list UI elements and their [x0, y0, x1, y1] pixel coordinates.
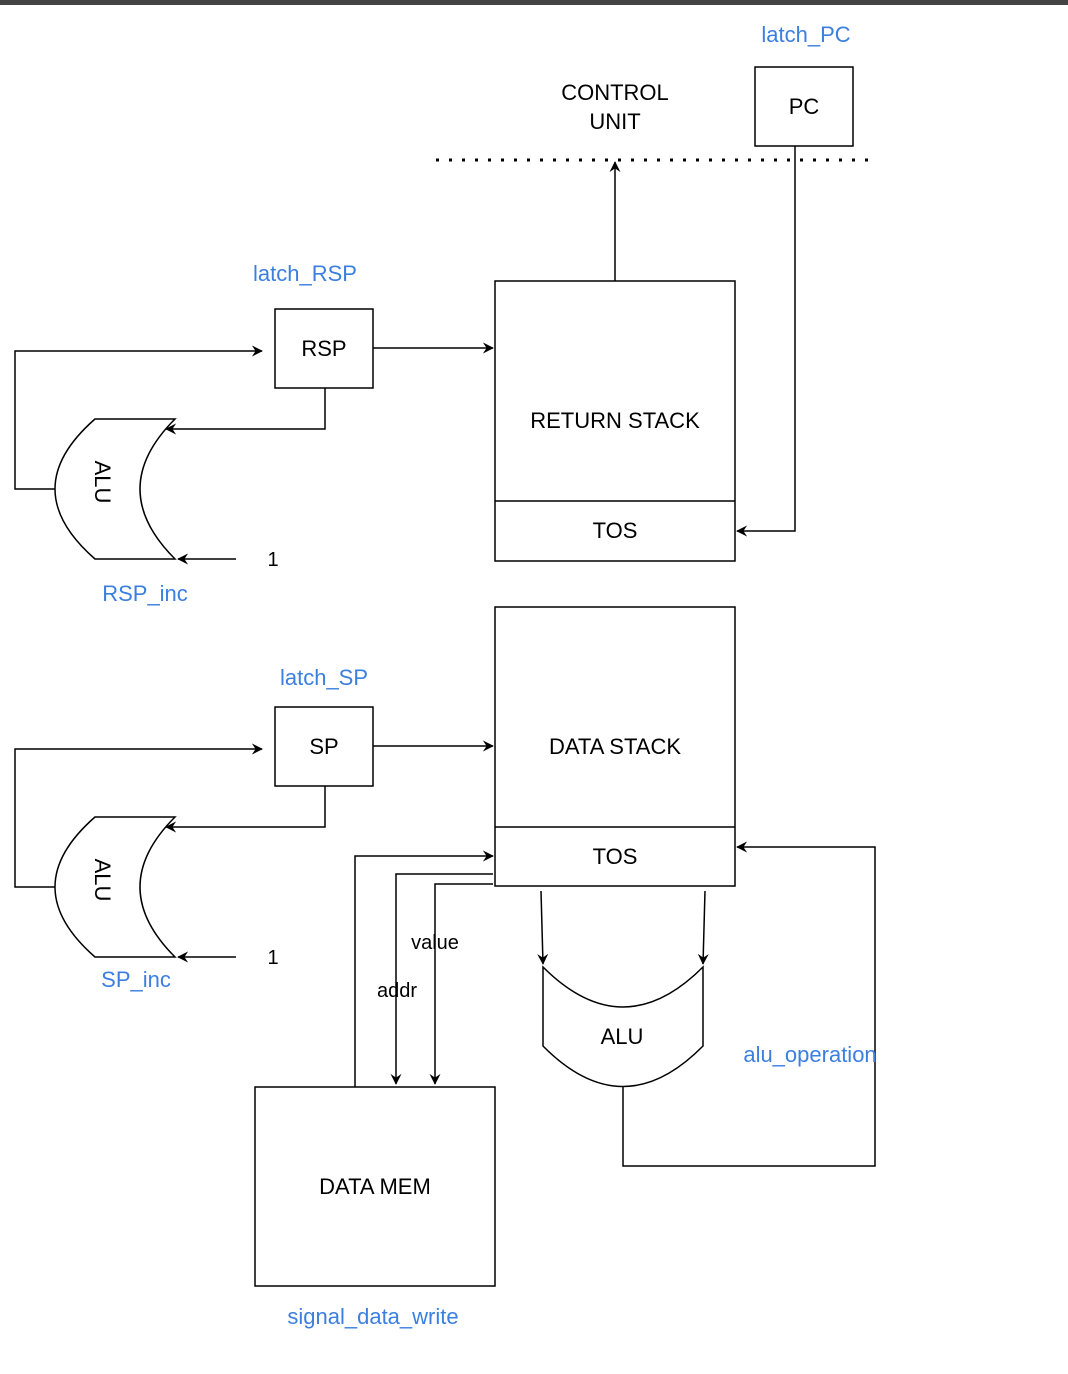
- data-memory-label: DATA MEM: [319, 1174, 431, 1199]
- latch-sp-signal: latch_SP: [280, 665, 368, 690]
- sp-alu-feedback-wire: [14, 743, 263, 888]
- latch-rsp-signal: latch_RSP: [253, 261, 357, 286]
- rsp-const-one: 1: [267, 549, 278, 571]
- sp-label: SP: [309, 734, 338, 759]
- alu-operation-signal: alu_operation: [743, 1042, 876, 1067]
- value-bus-wire: [429, 883, 493, 1085]
- main-alu-shape: [542, 965, 704, 1088]
- sp-to-alu-wire: [165, 786, 326, 833]
- signal-data-write: signal_data_write: [287, 1304, 458, 1329]
- sp-register: [274, 706, 374, 787]
- data-stack-label: DATA STACK: [549, 734, 681, 759]
- addr-bus-wire: [390, 873, 493, 1085]
- return-stack-label: RETURN STACK: [530, 408, 700, 433]
- rsp-register: [274, 308, 374, 389]
- window-top-border: [0, 0, 1068, 5]
- data-stack-to-alu-left-wire: [537, 890, 549, 965]
- pc-register: [754, 66, 854, 147]
- rsp-alu-shape: [54, 418, 177, 560]
- rsp-alu-label: ALU: [90, 461, 115, 504]
- rsp-label: RSP: [301, 336, 346, 361]
- latch-pc-signal: latch_PC: [761, 22, 850, 47]
- sp-const-one: 1: [267, 947, 278, 969]
- pc-to-return-tos-wire: [736, 146, 796, 537]
- sp-inc-signal: SP_inc: [101, 967, 171, 992]
- control-unit-label-line2: UNIT: [589, 109, 640, 134]
- pc-label: PC: [789, 94, 820, 119]
- rsp-inc-signal: RSP_inc: [102, 581, 188, 606]
- rsp-to-alu-wire: [165, 388, 326, 435]
- rsp-alu-feedback-wire: [14, 345, 263, 490]
- alu-result-to-tos-wire: [622, 841, 876, 1167]
- data-stack: [494, 606, 736, 887]
- data-stack-tos-label: TOS: [593, 844, 638, 869]
- return-stack: [494, 280, 736, 562]
- data-mem-to-tos-wire: [354, 850, 494, 1087]
- return-stack-tos-label: TOS: [593, 518, 638, 543]
- value-bus-label: value: [411, 932, 459, 954]
- addr-bus-label: addr: [377, 980, 417, 1002]
- data-stack-to-alu-right-wire: [697, 890, 709, 965]
- sp-alu-label: ALU: [90, 859, 115, 902]
- main-alu-label: ALU: [601, 1024, 644, 1049]
- control-unit-label-line1: CONTROL: [561, 80, 669, 105]
- data-memory: [254, 1086, 496, 1287]
- sp-alu-shape: [54, 816, 177, 958]
